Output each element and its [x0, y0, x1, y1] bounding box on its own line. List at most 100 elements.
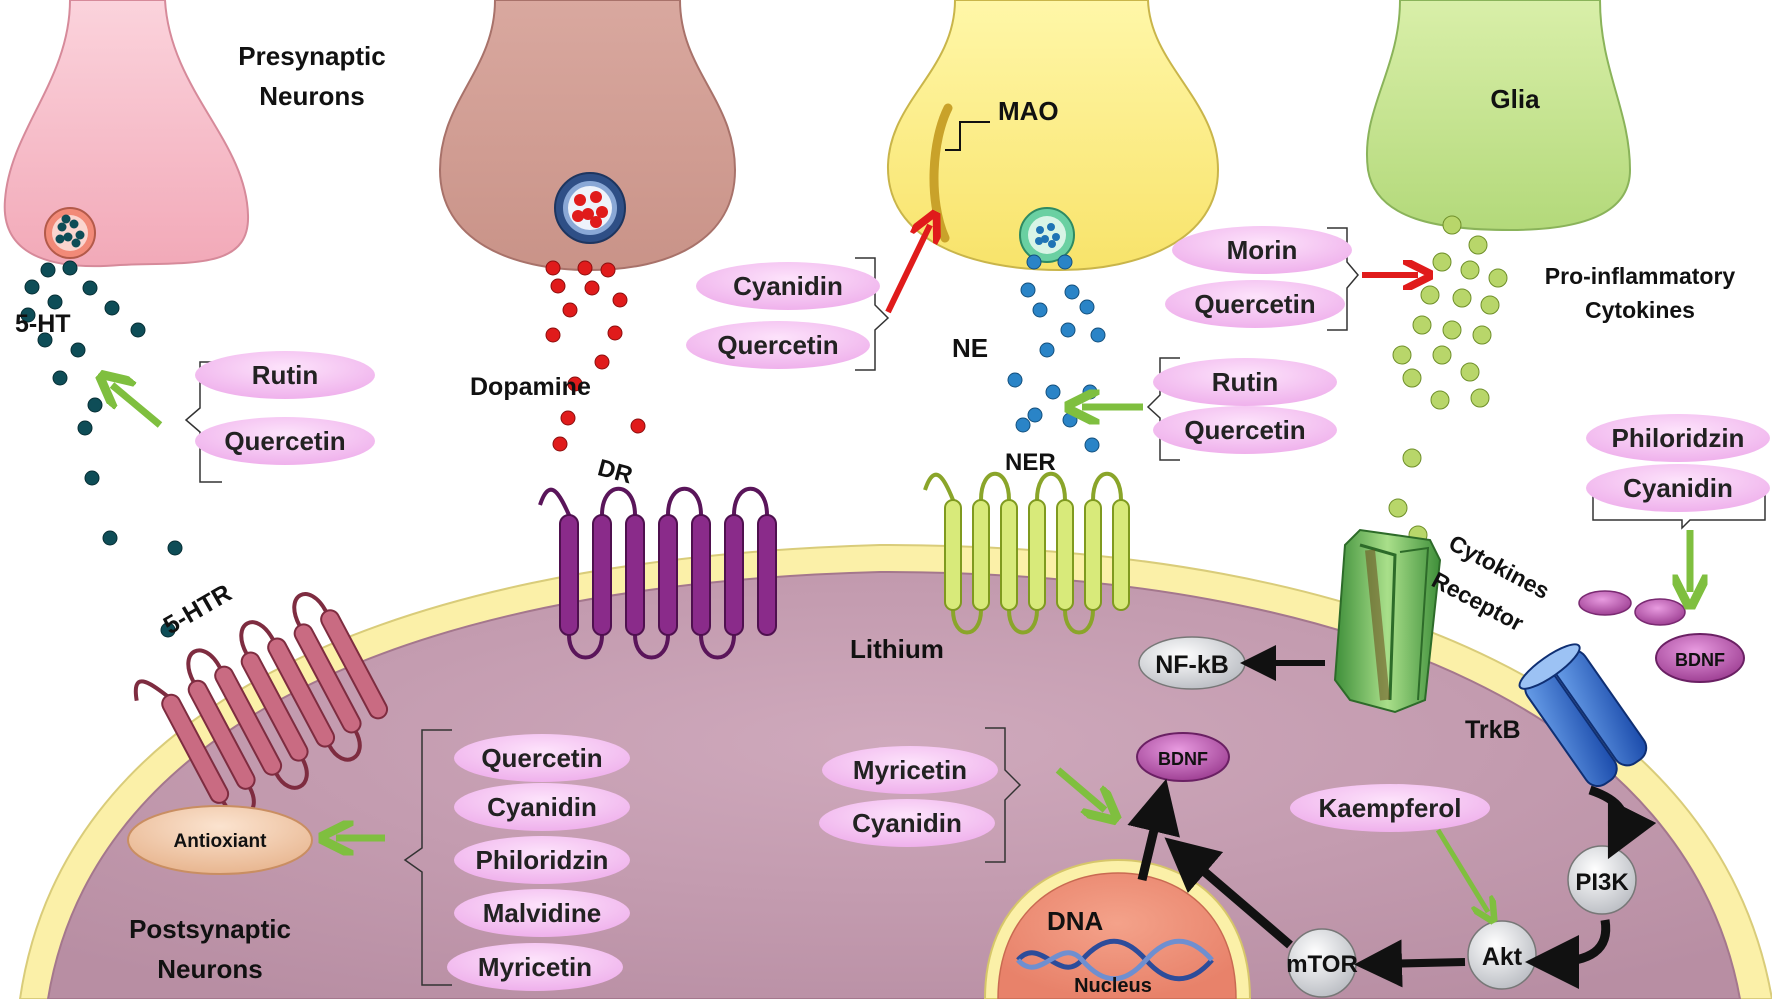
dopamine-dot	[562, 302, 578, 318]
bdnf-particles	[1578, 590, 1686, 626]
pill-bdnf-outer-group-0-shape	[1586, 414, 1770, 462]
cytokines-label-line2: Cytokines	[1585, 297, 1695, 323]
cytokine-dot	[1402, 368, 1422, 388]
pill-bdnf-outer-group-1-label: Cyanidin	[1623, 473, 1733, 503]
ne-vesicle-particle	[1047, 223, 1055, 231]
ne-label: NE	[952, 333, 988, 363]
cytokine-dot	[1468, 235, 1488, 255]
bdnf-inner-label: BDNF	[1158, 749, 1208, 769]
pill-antioxidant-group-1: Cyanidin	[454, 783, 630, 831]
dopamine-label: Dopamine	[470, 373, 591, 401]
dna-helix	[1016, 938, 1214, 982]
presynaptic-label-line2: Neurons	[259, 81, 364, 111]
pill-serotonin-group-0-label: Rutin	[252, 360, 318, 390]
presynaptic-label-line1: Presynaptic	[238, 41, 385, 71]
pill-antioxidant-group-1-label: Cyanidin	[487, 792, 597, 822]
pill-bdnf-inner-group-1-shape	[819, 799, 995, 847]
cytokine-dot	[1420, 285, 1440, 305]
receptor-helix	[187, 679, 256, 790]
pill-antioxidant-group-4: Myricetin	[447, 943, 623, 991]
mao-pointer	[945, 121, 990, 151]
pill-antioxidant-group-2-shape	[454, 836, 630, 884]
dopamine-dot	[630, 418, 646, 434]
receptor-helix	[757, 514, 777, 636]
pill-mao-group-0-shape	[696, 262, 880, 310]
cytokine-dot	[1442, 320, 1462, 340]
kaempferol-akt-arrow	[1435, 828, 1488, 912]
dopamine-dot	[545, 327, 561, 343]
dopamine-neuron	[438, 0, 737, 272]
pill-bdnf-outer-group-0: Philoridzin	[1586, 414, 1770, 462]
serotonin-molecules	[20, 260, 183, 638]
receptor-helix	[972, 499, 990, 611]
serotonin-vesicle-particle	[55, 234, 65, 244]
dopamine-dot	[607, 325, 623, 341]
cytokines-label-line1: Pro-inflammatory	[1545, 263, 1736, 289]
serotonin-dot	[77, 420, 93, 436]
dopamine-vesicle-particle	[590, 216, 602, 228]
cytokine-dot	[1472, 325, 1492, 345]
brackets	[184, 227, 1766, 986]
bdnf-inner-badge: BDNF	[1136, 732, 1230, 782]
ne-dot	[1032, 302, 1048, 318]
ne-dot	[1084, 437, 1100, 453]
pill-antioxidant-group-0-label: Quercetin	[481, 743, 602, 773]
serotonin-vesicle-particle	[63, 232, 73, 242]
norepinephrine-molecules	[1007, 254, 1106, 453]
pill-serotonin-group-1-shape	[195, 417, 375, 465]
mao-label: MAO	[998, 96, 1059, 126]
serotonin-dot	[47, 294, 63, 310]
serotonin-dot	[87, 397, 103, 413]
ne-dot	[1057, 254, 1073, 270]
pill-glia-group-1-shape	[1165, 280, 1345, 328]
norepinephrine-receptor	[923, 471, 1130, 635]
cytokine-dot	[1460, 260, 1480, 280]
receptor-helix	[1028, 499, 1046, 611]
receptor-helix	[592, 514, 612, 636]
cytokine-dot	[1432, 252, 1452, 272]
bdnf-inner-promote-arrow	[1055, 767, 1105, 810]
receptor-helix	[1000, 499, 1018, 611]
serotonin-dot	[167, 540, 183, 556]
trkb-to-pi3k-arrow	[1588, 785, 1657, 860]
pill-bdnf-inner-group-0: Myricetin	[822, 746, 998, 794]
pill-serotonin-group-0-shape	[195, 351, 375, 399]
mtor-to-nucleus-arrow	[1164, 837, 1293, 949]
pill-bdnf-inner-group-1-label: Cyanidin	[852, 808, 962, 838]
inhibit-arrows	[885, 225, 1418, 314]
cytokine-dot	[1402, 448, 1422, 468]
pill-antioxidant-group-1-shape	[454, 783, 630, 831]
serotonin-label: 5-HT	[15, 310, 71, 338]
dopamine-dot	[552, 436, 568, 452]
pi3k-to-akt-arrow	[1525, 919, 1611, 989]
pill-bdnf-outer-group-1: Cyanidin	[1586, 464, 1770, 512]
dopamine-vesicle	[554, 172, 626, 244]
pill-kaempferol-shape	[1290, 784, 1490, 832]
receptor-helix	[320, 609, 389, 720]
trkb-label: TrkB	[1465, 716, 1521, 744]
receptor-helix	[944, 499, 962, 611]
dopamine-dot	[584, 280, 600, 296]
ne-dot	[1007, 372, 1023, 388]
dopamine-dot	[567, 376, 583, 392]
ne-dot	[1064, 284, 1080, 300]
serotonin-dot	[24, 279, 40, 295]
pill-ne-group-1-shape	[1153, 406, 1337, 454]
pill-serotonin-group-1-label: Quercetin	[224, 426, 345, 456]
serotonin-receptor-label: 5-HTR	[159, 579, 237, 640]
pill-serotonin-group-1: Quercetin	[195, 417, 375, 465]
receptor-helix	[267, 637, 336, 748]
cytokine-dot	[1452, 288, 1472, 308]
ne-vesicle-particle	[1035, 237, 1043, 245]
dopamine-dot	[550, 278, 566, 294]
ne-vesicle	[1019, 207, 1075, 263]
receptor-helix	[559, 514, 579, 636]
receptor-helix	[1084, 499, 1102, 611]
pill-bdnf-inner-group-0-label: Myricetin	[853, 755, 967, 785]
pill-bdnf-outer-group-0-label: Philoridzin	[1612, 423, 1745, 453]
receptor-helix	[691, 514, 711, 636]
nucleus-to-bdnf-arrow	[1127, 778, 1180, 882]
serotonin-dot	[37, 332, 53, 348]
